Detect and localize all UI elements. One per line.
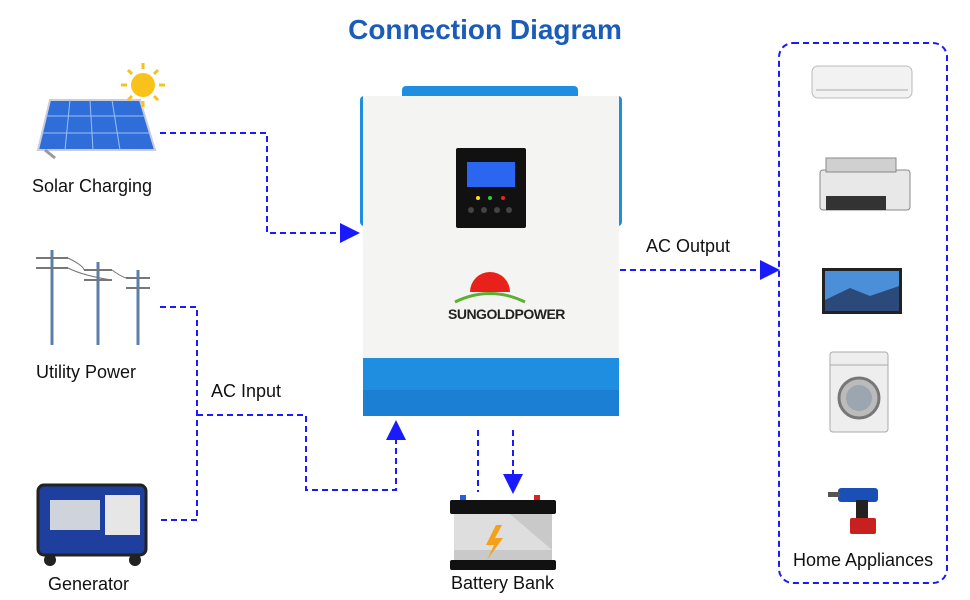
battery-bank-label: Battery Bank: [451, 573, 555, 593]
power-drill-icon: [828, 488, 878, 534]
ac-input-label: AC Input: [211, 381, 282, 401]
washing-machine-icon: [829, 351, 889, 433]
inverter-icon: [360, 86, 622, 416]
appliances-group-box: [778, 42, 948, 584]
home-appliances-label: Home Appliances: [793, 550, 934, 570]
printer-icon: [819, 157, 911, 211]
inverter-brand-logo: SUNGOLDPOWER: [448, 306, 565, 322]
solar-panel-icon: [36, 99, 157, 160]
ac-output-label: AC Output: [646, 236, 731, 256]
solar-connection-line: [160, 132, 360, 243]
generator-icon: [36, 483, 148, 566]
utility-pole-icon: [36, 250, 150, 345]
diagram-title: Connection Diagram: [348, 14, 622, 45]
utility-connection-line: [160, 306, 198, 521]
utility-power-label: Utility Power: [36, 362, 137, 382]
sun-icon: [121, 63, 165, 107]
air-conditioner-icon: [811, 65, 913, 99]
solar-charging-label: Solar Charging: [32, 176, 153, 196]
television-icon: [822, 268, 902, 314]
generator-label: Generator: [48, 574, 130, 594]
battery-icon: [450, 495, 556, 570]
ac-input-line: [197, 414, 406, 491]
